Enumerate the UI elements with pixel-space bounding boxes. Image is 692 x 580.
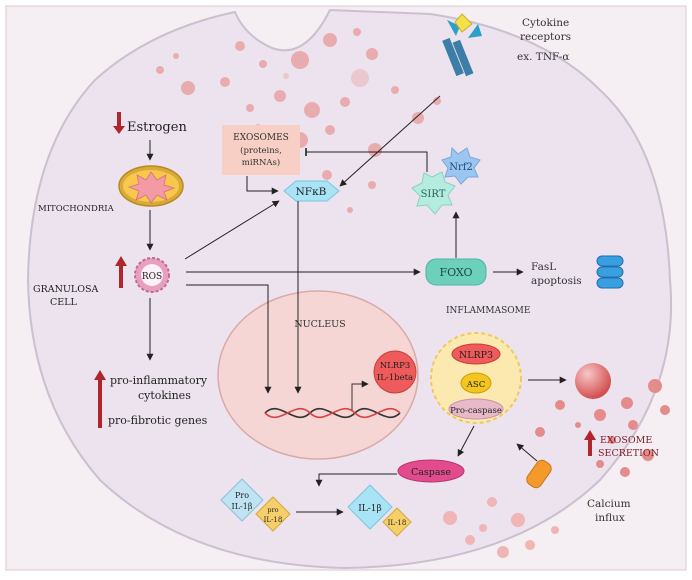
ros-icon: [134, 257, 170, 293]
exosomes-label-2: (proteins,: [240, 145, 282, 156]
pro-il1b-node: [220, 478, 264, 522]
sirt-node: [411, 171, 456, 215]
il18-label: IL-18: [388, 519, 407, 527]
nlrp3-node: [451, 343, 501, 365]
cytokine-receptor-icon: [442, 13, 482, 77]
il1b-label: IL-1β: [358, 504, 382, 514]
pro-il18-node: [255, 496, 291, 532]
nfkb-node: [283, 180, 340, 202]
sirt-label: SIRT: [421, 189, 446, 200]
fasl-label-2: apoptosis: [531, 275, 582, 287]
pro-il18-label-2: IL-18: [264, 516, 283, 524]
exosome-secretion-label-2: SECRETION: [598, 448, 659, 459]
procaspase-label: Pro-caspase: [450, 406, 502, 416]
procaspase-node: [448, 398, 504, 420]
cytokine-example-label: ex. TNF-α: [517, 51, 569, 63]
foxo-node: [425, 258, 487, 286]
proinflammatory-up-arrow-icon: [94, 370, 106, 428]
vesicles: [156, 28, 441, 213]
il1b-node: [347, 484, 393, 530]
nlrp3-label: NLRP3: [459, 350, 493, 361]
asc-label: ASC: [466, 380, 485, 390]
cytokine-receptors-label-2: receptors: [520, 31, 571, 43]
pro-il18-label-1: pro: [267, 506, 278, 514]
mitochondria-icon: [118, 165, 184, 207]
asc-node: [460, 372, 492, 394]
nrf2-label: Nrf2: [449, 162, 473, 173]
il18-node: [382, 507, 412, 537]
nucleus-label: NUCLEUS: [294, 319, 345, 330]
ros-up-arrow-icon: [115, 256, 127, 288]
proinflammatory-label-2: cytokines: [138, 389, 191, 402]
exosome-secretion-up-arrow-icon: [584, 430, 596, 456]
exosome-ball-icon: [575, 363, 611, 399]
cytokine-receptors-label-1: Cytokine: [522, 17, 569, 29]
calcium-channel-icon: [526, 459, 552, 489]
transcription-arrow: [351, 380, 369, 410]
caspase-node: [397, 459, 465, 483]
membrane-channel-icon: [596, 255, 624, 289]
caspase-label: Caspase: [411, 467, 451, 478]
dna-helix-icon: [264, 407, 401, 419]
pro-il1b-label-2: IL-1β: [232, 502, 253, 511]
mitochondria-label: MITOCHONDRIA: [38, 204, 115, 214]
ros-label: ROS: [142, 272, 162, 282]
profibrotic-label: pro-fibrotic genes: [108, 414, 208, 427]
exosomes-label-1: EXOSOMES: [233, 133, 289, 143]
foxo-label: FOXO: [439, 266, 472, 279]
granulosa-label-2: CELL: [50, 297, 78, 308]
exosomes-box: [222, 125, 300, 175]
calcium-label-1: Calcium: [587, 498, 631, 510]
exosomes-label-3: miRNAs): [242, 157, 280, 168]
nrf2-node: [441, 146, 481, 185]
nlrp3-gene-label-1: NLRP3: [380, 361, 411, 371]
exosome-secretion-label-1: EXOSOME: [600, 435, 652, 446]
calcium-label-2: influx: [595, 512, 625, 524]
granulosa-cell: [26, 8, 673, 570]
pro-il1b-label-1: Pro: [235, 491, 249, 500]
nlrp3-gene-label-2: IL-1beta: [377, 373, 413, 383]
nfkb-label: NFκB: [296, 186, 327, 198]
pathway-arrows: [146, 95, 567, 516]
proinflammatory-label-1: pro-inflammatory: [110, 374, 208, 387]
estrogen-down-arrow-icon: [113, 112, 125, 134]
granulosa-label-1: GRANULOSA: [33, 284, 99, 295]
nlrp3-gene-node: [373, 350, 417, 394]
exosome-cluster: [535, 379, 670, 477]
exosomes-released: [443, 497, 559, 558]
estrogen-label: Estrogen: [127, 120, 187, 135]
inflammasome-label: INFLAMMASOME: [446, 306, 530, 316]
fasl-label-1: FasL: [531, 261, 556, 273]
